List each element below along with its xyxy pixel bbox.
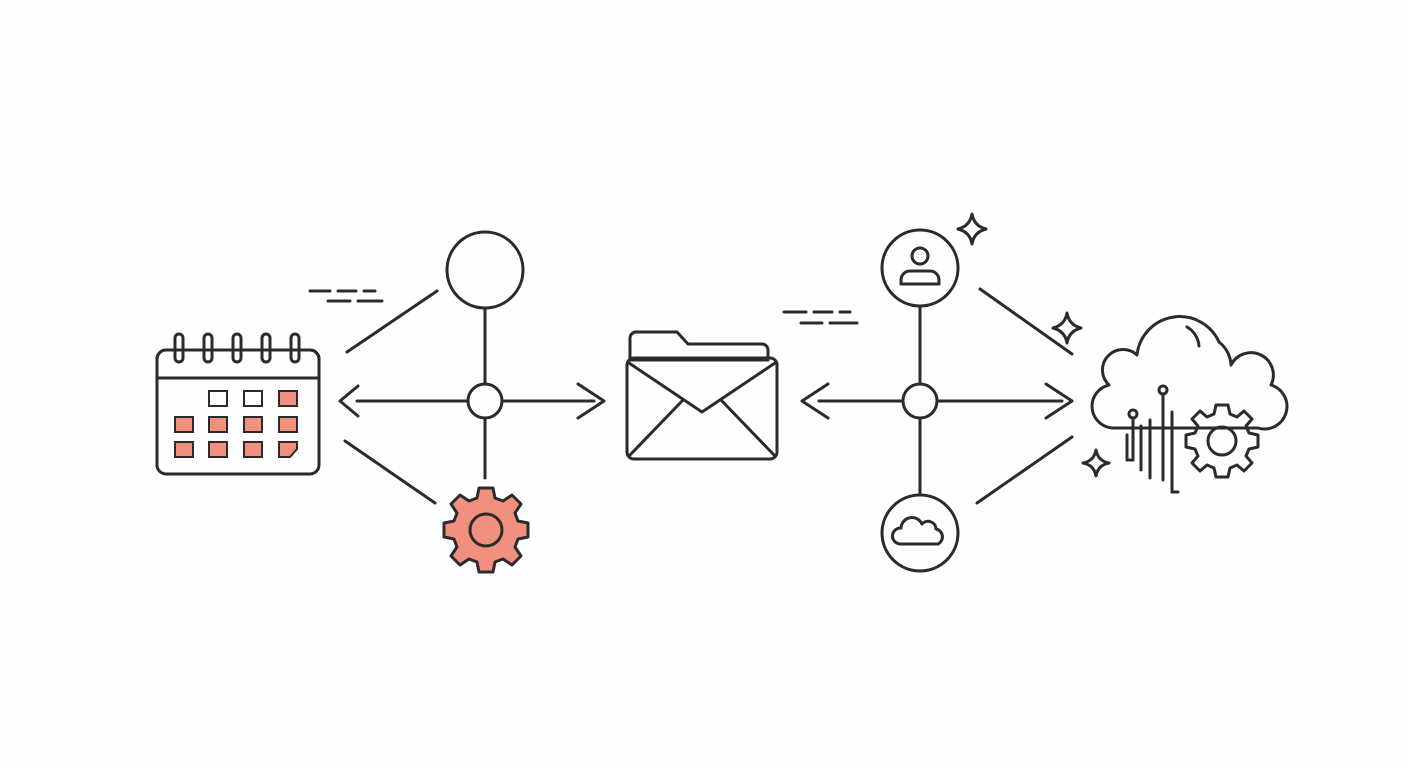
coral-circle-node [445,230,525,310]
yellow-gear [1184,403,1260,479]
right-hub-node [901,382,939,420]
calendar-day [243,390,263,407]
arrowhead-right [1044,382,1074,420]
arrowhead-left [338,384,360,418]
calendar-rings [173,332,301,364]
calendar-header [155,348,321,380]
big-cloud [1090,315,1289,431]
sparkle-icon [1081,448,1111,478]
calendar-days [174,390,298,458]
calendar-ring [289,332,301,364]
motion-lines-left [308,289,384,303]
left-connectors [338,289,606,505]
user-shoulders [899,269,941,286]
calendar-icon [155,332,321,476]
calendar-day [208,390,228,407]
sparkle-icon [1051,311,1083,345]
cloud-gear-icon [1090,315,1289,494]
motion-lines-right [782,310,859,325]
connector-line [978,287,1074,356]
gear-body [1184,403,1260,479]
cloud-highlight [1185,325,1201,348]
folder-envelope-icon [625,330,779,461]
sparkle-icon [956,212,988,246]
calendar-ring [260,332,272,364]
cloud-icon [880,493,960,573]
sparkles [956,212,1111,478]
calendar-day [243,416,263,433]
gear-hole [1206,425,1238,457]
arrowhead-right [576,382,606,420]
right-connectors [800,287,1074,505]
calendar-day [208,441,228,458]
small-cloud [891,516,944,546]
gear-icon [442,486,530,574]
user-icon [880,228,960,308]
user-head [910,246,930,266]
cloud-node-circle [880,493,960,573]
calendar-ring [202,332,214,364]
arrowhead-left [800,382,830,420]
envelope-fold [627,398,685,458]
calendar-day [174,416,194,433]
calendar-day [208,416,228,433]
calendar-day [174,441,194,458]
gear-body [442,486,530,574]
calendar-ring [231,332,243,364]
calendar-day-folded [278,441,298,458]
envelope-flap [627,361,777,414]
circuit-lines [1125,384,1180,494]
calendar-day [278,390,298,407]
connector-line [975,435,1074,505]
gear-hole [468,512,504,548]
left-hub-node [466,382,504,420]
calendar-day [278,416,298,433]
envelope-fold [719,398,777,458]
folder-tab [628,330,770,362]
connector-line [343,439,437,505]
envelope-body [625,356,779,461]
calendar-ring [173,332,185,364]
calendar-day [243,441,263,458]
connector-line [345,289,439,354]
user-node-circle [880,228,960,308]
